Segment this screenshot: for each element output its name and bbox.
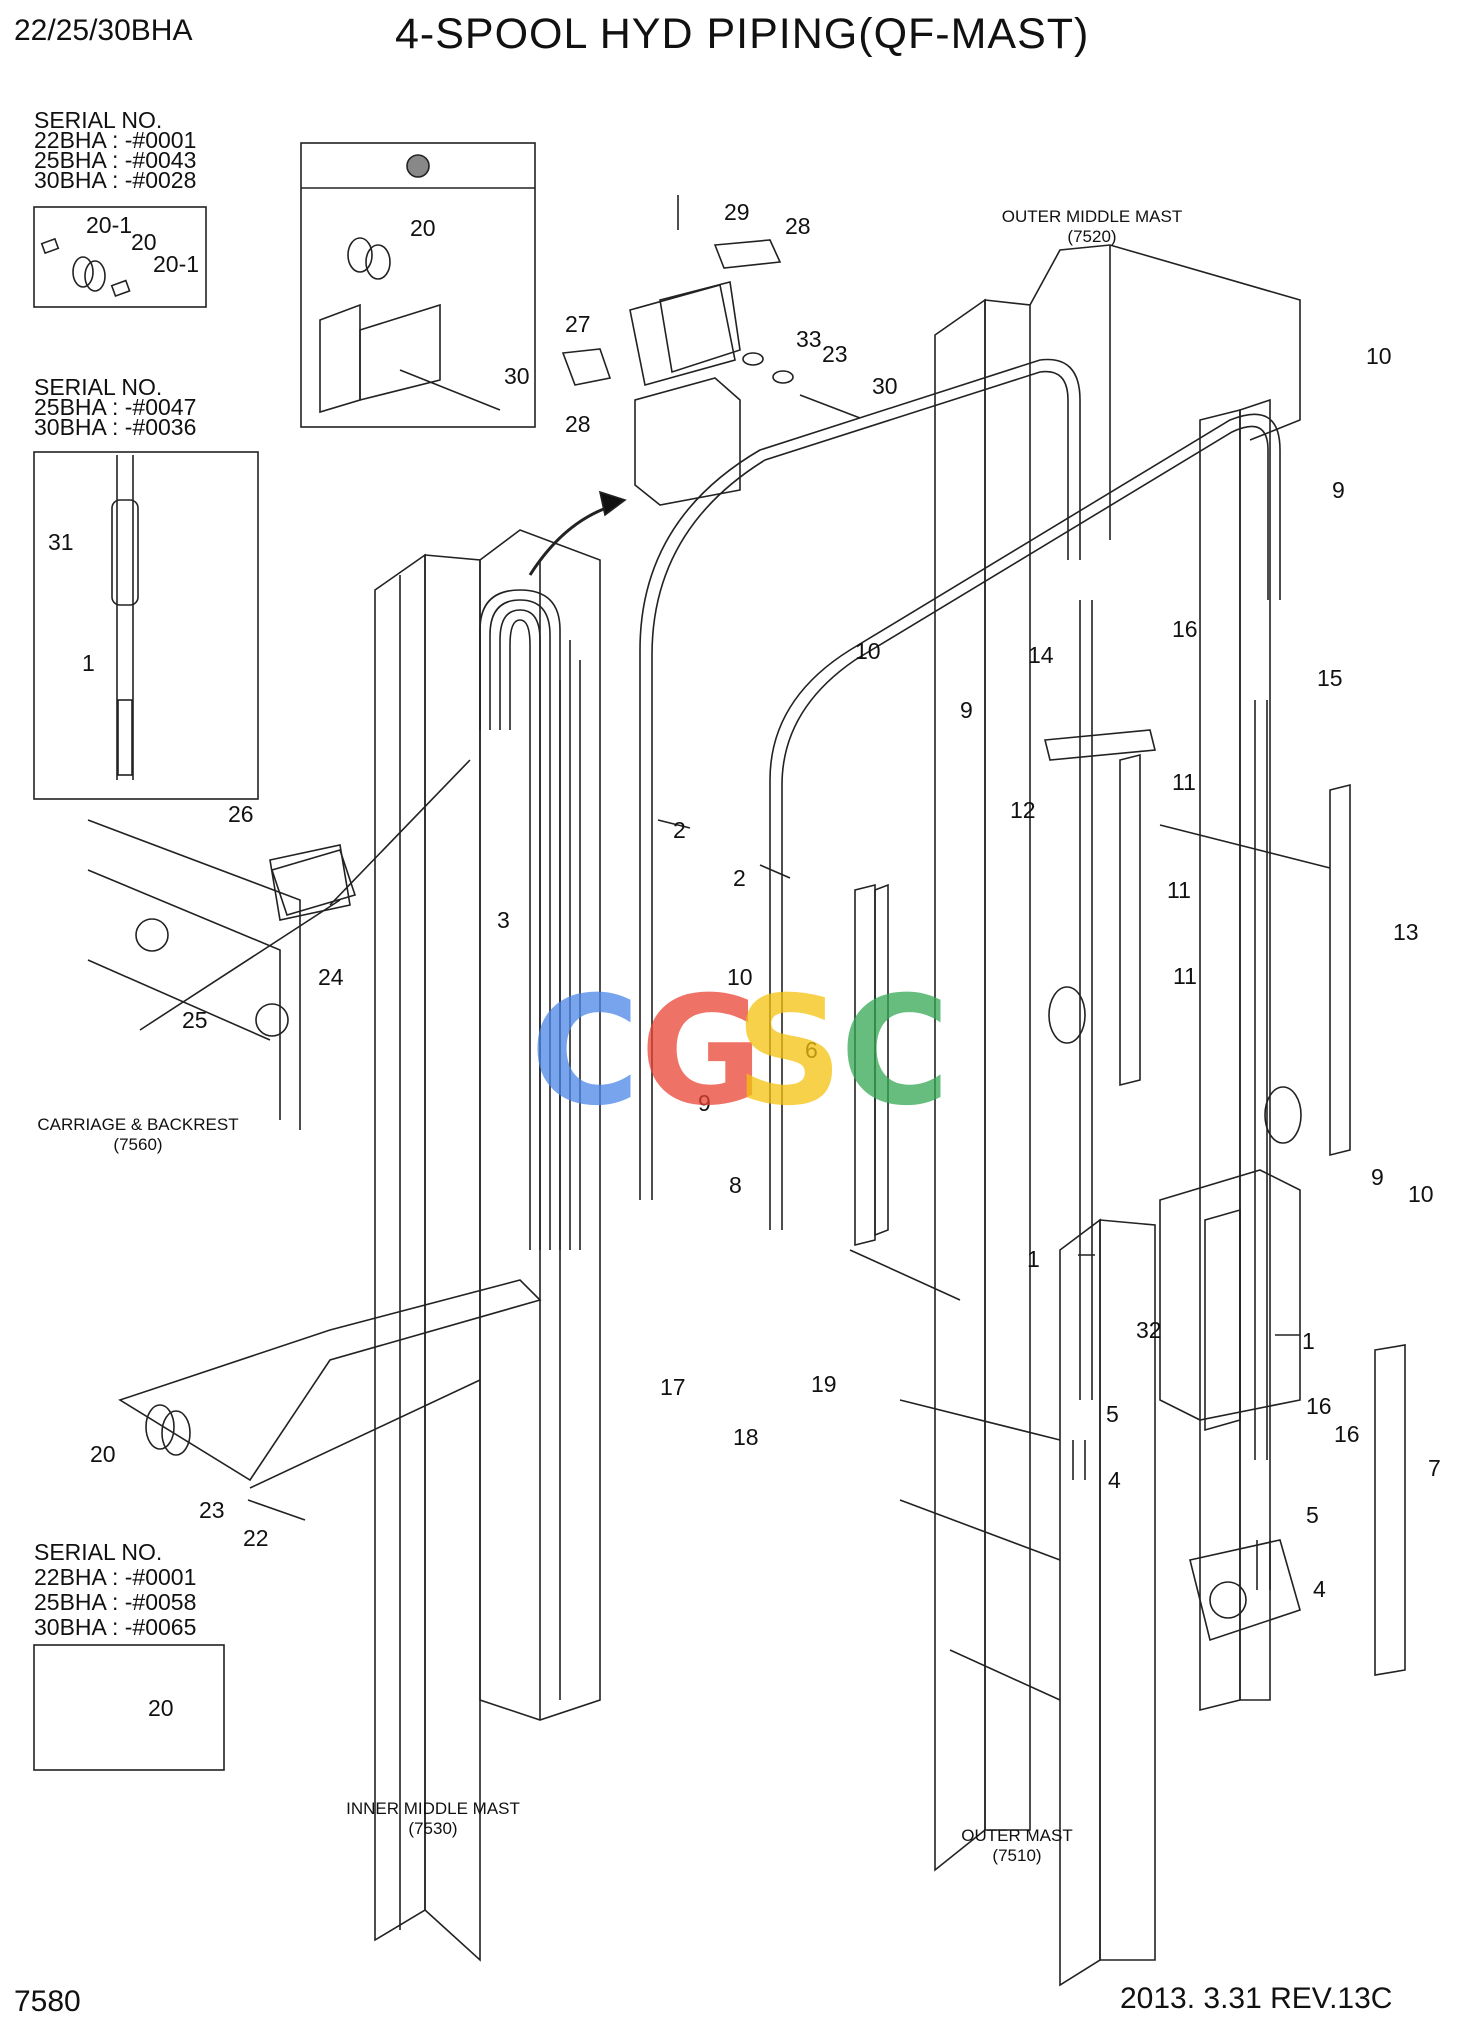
serial-heading: SERIAL NO.	[34, 374, 163, 400]
callout-number: 13	[1393, 919, 1419, 945]
callout-number: 8	[729, 1172, 742, 1198]
caption-outer-middle-mast: OUTER MIDDLE MAST	[1002, 207, 1182, 226]
callout-number: 2	[733, 865, 746, 891]
serial-line: 30BHA : -#0028	[34, 167, 197, 193]
callout-number: 1	[82, 650, 95, 676]
callout-number: 27	[565, 311, 591, 337]
inset-box-2	[33, 451, 259, 800]
callout-number: 7	[1428, 1455, 1441, 1481]
caption-outer-middle-mast-code: (7520)	[1067, 227, 1116, 246]
watermark-letter: S	[735, 965, 844, 1139]
callout-number: 1	[1027, 1246, 1040, 1272]
watermark-letter: C	[530, 965, 641, 1139]
callout-number: 26	[228, 801, 254, 827]
callout-number: 12	[1010, 797, 1036, 823]
callout-number: 4	[1313, 1576, 1326, 1602]
caption-carriage-code: (7560)	[113, 1135, 162, 1154]
callout-number: 9	[1371, 1164, 1384, 1190]
callout-number: 2	[673, 817, 686, 843]
callout-number: 20	[410, 215, 436, 241]
model-label: 22/25/30BHA	[14, 14, 193, 47]
caption-carriage: CARRIAGE & BACKREST	[37, 1115, 238, 1134]
callout-number: 24	[318, 964, 344, 990]
callout-number: 10	[855, 638, 881, 664]
caption-outer-mast-code: (7510)	[992, 1846, 1041, 1865]
callout-number: 32	[1136, 1317, 1162, 1343]
inset-box-3	[300, 142, 536, 428]
revision-date: 2013. 3.31 REV.13C	[1120, 1982, 1393, 2015]
callout-number: 23	[199, 1497, 225, 1523]
callout-number: 10	[727, 964, 753, 990]
serial-note-1: SERIAL NO. 22BHA : -#0001 25BHA : -#0043…	[34, 107, 197, 193]
callout-number: 18	[733, 1424, 759, 1450]
callout-number: 11	[1172, 769, 1196, 795]
inset-box-1	[33, 206, 207, 308]
callout-number: 9	[960, 697, 973, 723]
callout-number: 5	[1106, 1401, 1119, 1427]
callout-number: 9	[1332, 477, 1345, 503]
watermark-letter: C	[840, 965, 951, 1139]
callout-number: 28	[785, 213, 811, 239]
callout-number: 10	[1366, 343, 1392, 369]
callout-number: 30	[872, 373, 898, 399]
callout-number: 16	[1334, 1421, 1360, 1447]
callout-number: 29	[724, 199, 750, 225]
page-title: 4-SPOOL HYD PIPING(QF-MAST)	[395, 10, 1090, 58]
callout-number: 15	[1317, 665, 1343, 691]
watermark-letter: G	[640, 965, 764, 1139]
callout-number: 22	[243, 1525, 269, 1551]
callout-number: 10	[1408, 1181, 1434, 1207]
page-number: 7580	[14, 1985, 81, 2018]
callout-number: 14	[1028, 642, 1054, 668]
caption-inner-middle-mast: INNER MIDDLE MAST	[346, 1799, 520, 1818]
callout-number: 11	[1167, 877, 1191, 903]
serial-note-2: SERIAL NO. 25BHA : -#0047 30BHA : -#0036	[34, 374, 197, 440]
callout-number: 33	[796, 326, 822, 352]
callout-number: 25	[182, 1007, 208, 1033]
callout-number: 31	[48, 529, 74, 555]
callout-number: 30	[504, 363, 530, 389]
callout-number: 6	[805, 1037, 818, 1063]
callout-number: 20	[131, 229, 157, 255]
serial-line: 25BHA : -#0058	[34, 1589, 197, 1615]
serial-line: 22BHA : -#0001	[34, 127, 197, 153]
caption-outer-mast: OUTER MAST	[961, 1826, 1072, 1845]
callout-number: 20	[90, 1441, 116, 1467]
callout-number: 28	[565, 411, 591, 437]
callout-number: 20-1	[153, 251, 199, 277]
serial-line: 25BHA : -#0043	[34, 147, 197, 173]
callout-number: 20	[148, 1695, 174, 1721]
callout-number: 17	[660, 1374, 686, 1400]
callout-number: 16	[1172, 616, 1198, 642]
callout-number: 23	[822, 341, 848, 367]
serial-note-3: SERIAL NO. 22BHA : -#0001 25BHA : -#0058…	[34, 1540, 196, 1640]
callout-number: 16	[1306, 1393, 1332, 1419]
callout-number: 3	[497, 907, 510, 933]
callout-number: 1	[1302, 1328, 1315, 1354]
serial-heading: SERIAL NO.	[34, 107, 163, 133]
callout-number: 20-1	[86, 212, 132, 238]
callout-number: 19	[811, 1371, 837, 1397]
callout-number: 11	[1173, 963, 1197, 989]
inset-box-4	[33, 1644, 225, 1771]
callout-number: 5	[1306, 1502, 1319, 1528]
callout-number: 4	[1108, 1467, 1121, 1493]
serial-heading: SERIAL NO.	[34, 1539, 163, 1565]
serial-line: 22BHA : -#0001	[34, 1564, 197, 1590]
callout-number: 9	[698, 1090, 711, 1116]
serial-line: 30BHA : -#0036	[34, 414, 197, 440]
caption-inner-middle-mast-code: (7530)	[408, 1819, 457, 1838]
serial-line: 25BHA : -#0047	[34, 394, 197, 420]
serial-line: 30BHA : -#0065	[34, 1614, 197, 1640]
